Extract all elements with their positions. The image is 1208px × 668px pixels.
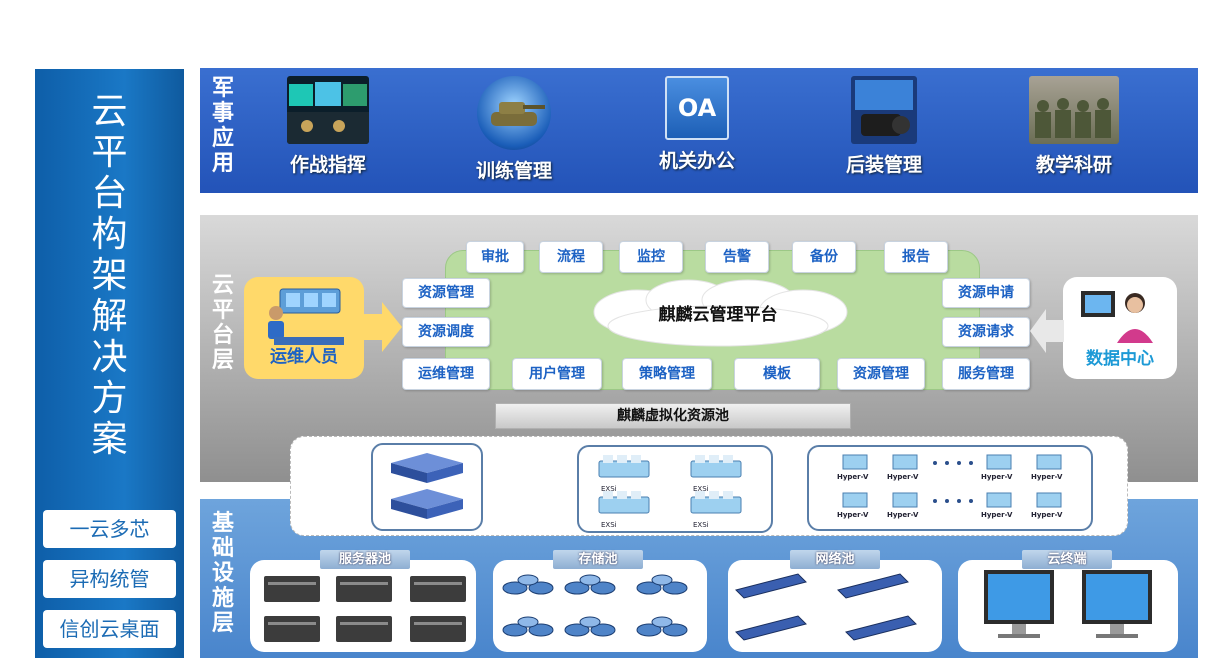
cloud-terminal-card[interactable]: 云终端 <box>958 550 1178 652</box>
exsi-label: EXSi <box>601 485 617 493</box>
ops-personnel-label: 运维人员 <box>270 347 338 367</box>
soldiers-icon <box>1029 76 1119 144</box>
chip-alarm[interactable]: 告警 <box>705 241 769 273</box>
oa-icon: OA <box>665 76 729 140</box>
virtualization-pool-bar: 麒麟虚拟化资源池 <box>495 403 851 429</box>
sidebar: 云平台构架解决方案 一云多芯 异构统管 信创云桌面 <box>35 69 184 658</box>
operator-console-icon <box>268 288 344 345</box>
server-cluster-group <box>371 443 483 531</box>
network-pool-card[interactable]: 网络池 <box>728 550 942 652</box>
monitor-icons <box>984 570 1152 638</box>
tag-heterogeneous-management[interactable]: 异构统管 <box>43 560 176 598</box>
hyperv-host-icons <box>842 454 1062 508</box>
data-center-box[interactable]: 数据中心 <box>1063 277 1177 379</box>
exsi-label: EXSi <box>693 521 709 529</box>
data-center-label: 数据中心 <box>1086 349 1154 369</box>
app-combat-command[interactable]: 作战指挥 <box>268 76 388 177</box>
tag-xinchuang-cloud-desktop[interactable]: 信创云桌面 <box>43 610 176 648</box>
chip-policy-management[interactable]: 策略管理 <box>622 358 712 390</box>
oa-icon-text: OA <box>677 94 717 122</box>
chip-workflow[interactable]: 流程 <box>539 241 603 273</box>
cloud-platform-title: 麒麟云管理平台 <box>658 305 778 325</box>
chip-resource-scheduling[interactable]: 资源调度 <box>402 317 490 347</box>
hyperv-cluster-group: Hyper-V Hyper-V Hyper-V Hyper-V Hyper-V … <box>807 445 1093 531</box>
tank-icon <box>477 76 551 150</box>
video-camera-icon <box>851 76 917 144</box>
hyperv-label: Hyper-V <box>837 473 869 481</box>
cloud-shape-icon <box>593 279 848 347</box>
hyperv-label: Hyper-V <box>1031 511 1063 519</box>
app-teaching-research[interactable]: 教学科研 <box>1014 76 1134 177</box>
hyperv-label: Hyper-V <box>981 511 1013 519</box>
hyperv-label: Hyper-V <box>887 511 919 519</box>
server-pool-card[interactable]: 服务器池 <box>250 550 476 652</box>
arrow-right-icon <box>364 302 402 352</box>
chip-template[interactable]: 模板 <box>734 358 820 390</box>
tag-one-cloud-multi-core[interactable]: 一云多芯 <box>43 510 176 548</box>
server-rack-icons <box>264 576 466 642</box>
arrow-left-icon <box>1030 309 1064 353</box>
chip-resource-request[interactable]: 资源请求 <box>942 317 1030 347</box>
platform-layer-label: 云平台层 <box>211 273 234 373</box>
chip-resource-management[interactable]: 资源管理 <box>402 278 490 308</box>
app-training-management[interactable]: 训练管理 <box>454 76 574 183</box>
military-applications-layer: 军事应用 作战指挥 训练管理 OA 机关办公 后装管理 教学科研 <box>200 68 1198 193</box>
command-center-icon <box>287 76 369 144</box>
app-label: 训练管理 <box>475 160 552 182</box>
app-office-automation[interactable]: OA 机关办公 <box>637 76 757 173</box>
chip-resource-application[interactable]: 资源申请 <box>942 278 1030 308</box>
ops-personnel-box[interactable]: 运维人员 <box>244 277 364 379</box>
hyperv-label: Hyper-V <box>887 473 919 481</box>
app-label: 后装管理 <box>845 154 922 176</box>
pool-tag: 网络池 <box>790 550 880 569</box>
virtualization-resource-card: EXSi EXSi EXSi EXSi Hyper-V Hyper-V Hype… <box>290 436 1128 536</box>
hyperv-label: Hyper-V <box>1031 473 1063 481</box>
sidebar-title: 云平台构架解决方案 <box>91 91 128 460</box>
chip-resource-management-2[interactable]: 资源管理 <box>837 358 925 390</box>
chip-monitoring[interactable]: 监控 <box>619 241 683 273</box>
military-layer-label: 军事应用 <box>211 76 234 176</box>
chip-backup[interactable]: 备份 <box>792 241 856 273</box>
app-label: 作战指挥 <box>289 154 366 176</box>
hyperv-label: Hyper-V <box>837 511 869 519</box>
chip-approval[interactable]: 审批 <box>466 241 524 273</box>
chip-ops-management[interactable]: 运维管理 <box>402 358 490 390</box>
app-label: 教学科研 <box>1035 154 1112 176</box>
data-center-operator-icon <box>1081 291 1153 343</box>
infra-layer-label: 基础设施层 <box>211 511 234 636</box>
storage-pool-card[interactable]: 存储池 <box>493 550 707 652</box>
chip-service-management[interactable]: 服务管理 <box>942 358 1030 390</box>
app-logistics-management[interactable]: 后装管理 <box>824 76 944 177</box>
pool-tag: 服务器池 <box>320 550 410 569</box>
pool-tag: 存储池 <box>553 550 643 569</box>
chip-report[interactable]: 报告 <box>884 241 948 273</box>
server-blocks-icon <box>391 453 463 519</box>
exsi-host-icons <box>598 455 742 514</box>
app-label: 机关办公 <box>658 150 735 172</box>
exsi-cluster-group: EXSi EXSi EXSi EXSi <box>577 445 773 533</box>
chip-user-management[interactable]: 用户管理 <box>512 358 602 390</box>
pool-tag: 云终端 <box>1022 550 1112 569</box>
storage-disk-icons <box>502 574 688 637</box>
exsi-label: EXSi <box>601 521 617 529</box>
network-switch-icons <box>735 573 917 641</box>
exsi-label: EXSi <box>693 485 709 493</box>
hyperv-label: Hyper-V <box>981 473 1013 481</box>
